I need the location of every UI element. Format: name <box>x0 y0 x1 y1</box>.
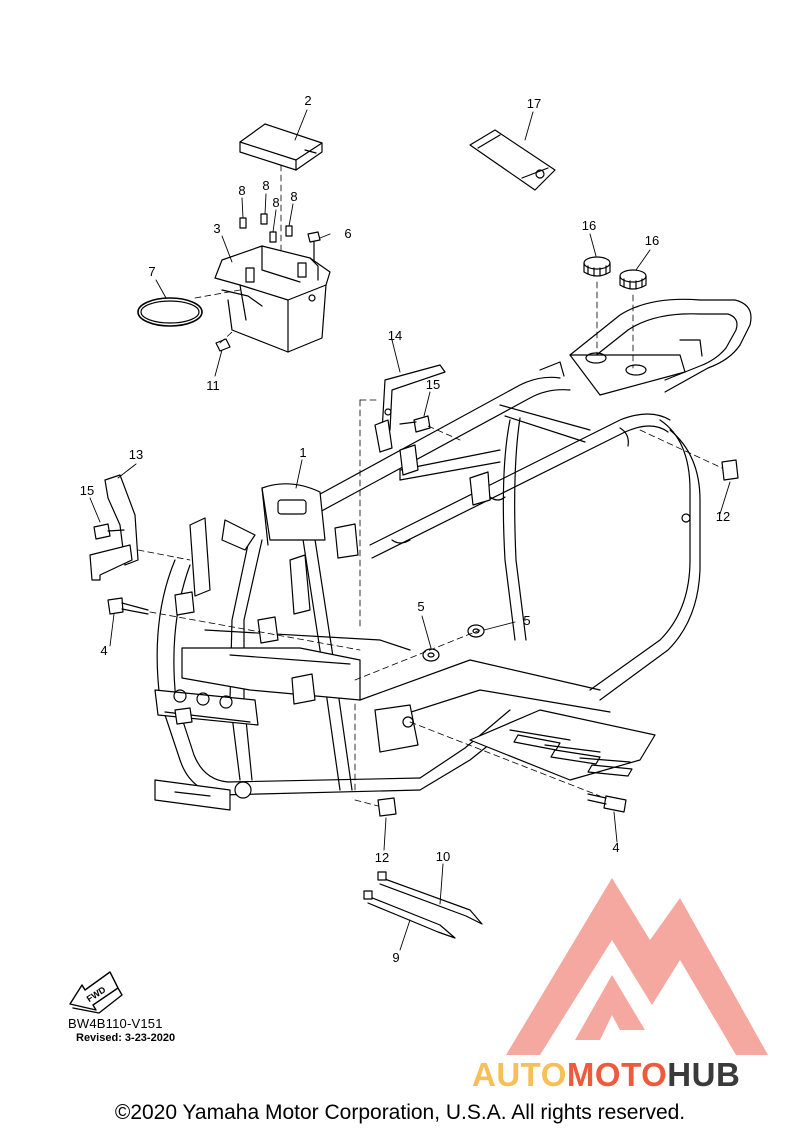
callout-12: 12 <box>374 850 390 865</box>
callout-10: 10 <box>435 849 451 864</box>
callout-11: 11 <box>206 378 220 393</box>
part-14-bracket <box>374 364 446 453</box>
callout-8: 8 <box>238 183 246 198</box>
part-2-battery-cover <box>239 123 323 171</box>
callout-13: 13 <box>128 447 144 462</box>
callout-8: 8 <box>272 195 280 210</box>
callout-8: 8 <box>290 189 298 204</box>
automotohub-watermark: AUTOMOTOHUB <box>472 1056 740 1094</box>
callout-16: 16 <box>644 233 660 248</box>
callout-14: 14 <box>387 328 403 343</box>
part-16-grommets <box>583 256 647 290</box>
revision-date: Revised: 3-23-2020 <box>76 1032 176 1044</box>
callout-leader-lines <box>89 109 731 951</box>
callout-5: 5 <box>523 613 531 628</box>
part-5-nuts <box>422 624 485 662</box>
callout-15: 15 <box>425 377 441 392</box>
callout-16: 16 <box>581 218 597 233</box>
callout-8: 8 <box>262 178 270 193</box>
part-4-bolts <box>107 597 627 813</box>
callout-12: 12 <box>715 509 731 524</box>
watermark-auto: AUTO <box>472 1056 567 1093</box>
callout-6: 6 <box>344 226 352 241</box>
part-13-bracket <box>89 474 139 581</box>
part-7-band <box>137 297 203 327</box>
part-9-10-cable-ties <box>363 871 483 939</box>
part-12-clips <box>377 459 739 817</box>
watermark-moto: MOTO <box>566 1056 668 1093</box>
callout-4: 4 <box>612 840 620 855</box>
part-code: BW4B110-V151 <box>68 1016 163 1031</box>
part-17-bag <box>469 129 556 191</box>
callout-17: 17 <box>526 96 542 111</box>
automotohub-logo-mark <box>506 878 768 1055</box>
callout-5: 5 <box>417 599 425 614</box>
fwd-arrow-icon <box>69 971 123 1014</box>
callout-4: 4 <box>100 643 108 658</box>
callout-2: 2 <box>304 93 312 108</box>
copyright-notice: ©2020 Yamaha Motor Corporation, U.S.A. A… <box>114 1101 686 1124</box>
callout-7: 7 <box>148 264 156 279</box>
assembly-dash-lines <box>137 164 723 807</box>
part-6-bolt <box>307 231 321 263</box>
part-11-clip <box>215 338 231 352</box>
callout-1: 1 <box>299 445 307 460</box>
watermark-hub: HUB <box>667 1056 741 1093</box>
callout-3: 3 <box>213 221 221 236</box>
part-1-frame <box>154 298 752 811</box>
part-8-clips <box>239 213 293 243</box>
part-15-bolts <box>93 415 431 540</box>
callout-15: 15 <box>79 483 95 498</box>
callout-9: 9 <box>392 950 400 965</box>
part-3-battery-box <box>214 245 331 353</box>
